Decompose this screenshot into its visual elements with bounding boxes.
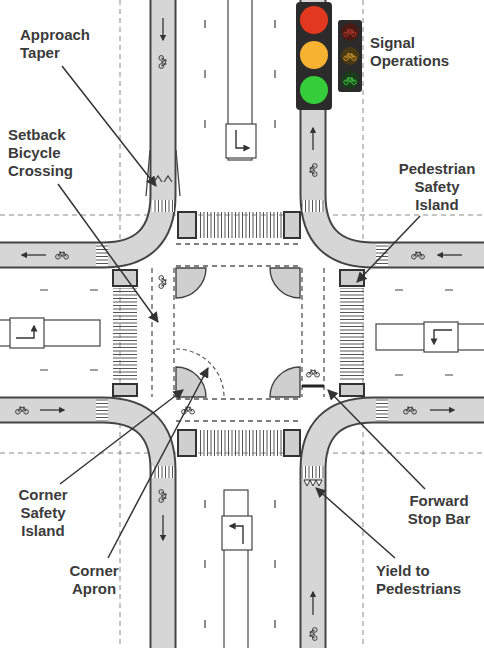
- bike-lane-crosswalk: [96, 200, 388, 478]
- turn-arrow: [10, 124, 458, 550]
- traffic-signal: [296, 2, 332, 110]
- bike-symbol: [16, 56, 425, 641]
- callout-label: Forward Stop Bar: [400, 492, 478, 528]
- yield-marking: [304, 480, 322, 486]
- callout-label: Corner Safety Island: [8, 486, 78, 540]
- callout-label: Setback Bicycle Crossing: [8, 126, 80, 180]
- corner-safety-island: [176, 268, 300, 397]
- callout-label: Corner Apron: [62, 562, 126, 598]
- approach-taper: [146, 150, 180, 196]
- callout-label: Pedestrian Safety Island: [392, 160, 482, 214]
- corner-apron: [176, 349, 224, 397]
- callout-label: Yield to Pedestrians: [376, 562, 472, 598]
- callout-label: Signal Operations: [370, 34, 470, 70]
- turn-arrow-glyph: [16, 130, 452, 544]
- forward-stop-bar: [302, 370, 324, 387]
- lane-arrow: [22, 18, 462, 615]
- leader-line: [58, 66, 425, 558]
- callout-label: Approach Taper: [20, 26, 110, 62]
- lane-marking: [40, 20, 453, 628]
- pedestrian-safety-island: [113, 212, 364, 456]
- bicycle-signal: [338, 20, 362, 92]
